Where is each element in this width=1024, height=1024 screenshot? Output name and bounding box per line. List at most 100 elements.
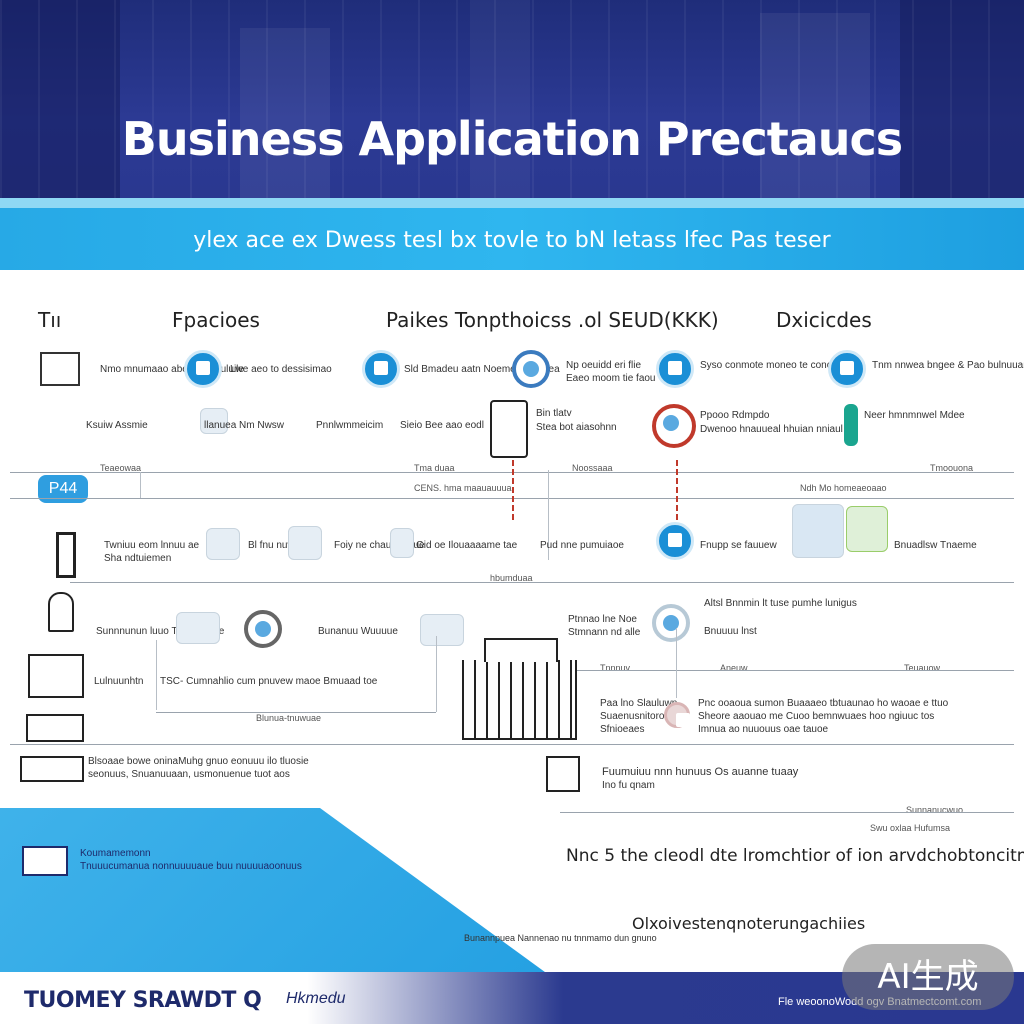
house-icon bbox=[846, 506, 888, 552]
box-icon bbox=[546, 756, 580, 792]
list-item: Sha ndtuiemen bbox=[104, 553, 172, 564]
list-item: Ino fu qnam bbox=[602, 780, 655, 791]
hand-icon bbox=[22, 846, 68, 876]
tick-label: Swu oxlaa Hufumsa bbox=[870, 823, 951, 833]
tick-label: Teaeowaa bbox=[100, 463, 142, 473]
accent-wedge bbox=[0, 808, 560, 983]
connector bbox=[676, 460, 678, 522]
connector bbox=[548, 470, 549, 560]
globe-icon bbox=[652, 604, 690, 642]
page-subtitle: ylex ace ex Dwess tesl bx tovle to bN le… bbox=[193, 228, 831, 253]
list-item: Tnuuucumanua nonnuuuuaue buu nuuuuaoonuu… bbox=[80, 861, 302, 872]
connector bbox=[512, 460, 514, 522]
list-item: Tnm nnwea bngee & Pao bulnuuan muie bbox=[872, 360, 1024, 371]
chart-icon bbox=[288, 526, 322, 560]
connector bbox=[676, 628, 677, 698]
tick-label: hbumduaa bbox=[490, 573, 533, 583]
list-item: Sunnnunun luuo Tnuoiueuee bbox=[96, 626, 225, 637]
building-silhouette bbox=[470, 0, 530, 198]
gear-icon bbox=[200, 408, 228, 434]
list-item: Suaenusnitoro bbox=[600, 711, 665, 722]
office-icon bbox=[792, 504, 844, 558]
building-silhouette bbox=[240, 28, 330, 198]
list-item: Bnuadlsw Tnaeme bbox=[894, 540, 977, 551]
target-icon bbox=[652, 404, 696, 448]
list-item: Lwe aeo to dessisimao bbox=[230, 364, 332, 375]
connector bbox=[436, 636, 437, 712]
list-item: Ppooo Rdmpdo bbox=[700, 410, 770, 421]
column-heading: Dxicicdes bbox=[776, 308, 872, 332]
tick-label: CENS. hma maauauuua bbox=[414, 483, 512, 493]
list-item: Dwenoo hnauueal hhuian nniaul bbox=[700, 424, 843, 435]
divider bbox=[560, 812, 1014, 813]
list-item: Paa lno Slauluwn bbox=[600, 698, 678, 709]
list-item: Sheore aaouao me Cuoo bemnwuaes hoo ngiu… bbox=[698, 711, 935, 722]
column-heading: Paikes Tonpthoicss .ol SEUD(KKK) bbox=[386, 308, 719, 332]
subtitle-band bbox=[0, 198, 1024, 270]
tick-label: Sunnanucwuo bbox=[906, 805, 964, 815]
list-item: seonuus, Snuanuuaan, usmonuenue tuot aos bbox=[88, 769, 290, 780]
tick-label: Tmoouona bbox=[930, 463, 974, 473]
person-icon bbox=[828, 350, 866, 388]
list-item: Sieio Bee aao eodl bbox=[400, 420, 484, 431]
bus-icon bbox=[28, 654, 84, 698]
globe-icon bbox=[512, 350, 550, 388]
shop-icon bbox=[26, 714, 84, 742]
building-silhouette bbox=[760, 13, 870, 198]
list-item: Bin tlatv bbox=[536, 408, 572, 419]
column-heading: Tıı bbox=[38, 308, 62, 332]
page-title: Business Application Prectaucs bbox=[121, 112, 903, 166]
cart-icon bbox=[206, 528, 240, 560]
list-item: Sfnioeaes bbox=[600, 724, 645, 735]
device-icon bbox=[176, 612, 220, 644]
list-item: llanuea Nm Nwsw bbox=[204, 420, 285, 431]
list-item: Np oeuidd eri flie bbox=[566, 360, 642, 371]
list-item: Ptnnao lne Noe bbox=[568, 614, 637, 625]
connector bbox=[140, 472, 141, 498]
document-icon bbox=[184, 350, 222, 388]
list-item: TSC- Cumnahlio cum pnuvew maoe Bmuaad to… bbox=[160, 676, 378, 687]
list-item: Lulnuunhtn bbox=[94, 676, 144, 687]
flag-icon bbox=[56, 532, 76, 578]
bar-icon bbox=[844, 404, 858, 446]
summary-line: Olxoivestenqnoterungachiies bbox=[632, 914, 866, 933]
divider bbox=[10, 744, 1014, 745]
list-item: Ksuiw Assmie bbox=[86, 420, 148, 431]
list-item: Bnuuuu lnst bbox=[704, 626, 757, 637]
cart-icon bbox=[20, 756, 84, 782]
list-item: Fuumuiuu nnn hunuus Os auanne tuaay bbox=[602, 766, 799, 778]
building-silhouette bbox=[0, 0, 120, 198]
list-item: Imnua ao nuuouus oae tauoe bbox=[698, 724, 829, 735]
connector bbox=[156, 640, 157, 710]
list-item: Altsl Bnnmin lt tuse pumhe lunigus bbox=[704, 598, 857, 609]
hero-banner bbox=[0, 0, 1024, 198]
list-item: Sld Bmadeu aatn Noeme ane asea bbox=[404, 364, 560, 375]
list-item: Koumamemonn bbox=[80, 848, 151, 859]
list-item: Eaeo moom tie faou bbox=[566, 373, 656, 384]
person-icon bbox=[48, 592, 74, 632]
list-item: Neer hmnmnwel Mdee bbox=[864, 410, 965, 421]
caption: Bunannpuea Nannenao nu tnnmamo dun gnuno bbox=[464, 933, 657, 943]
divider bbox=[70, 582, 1014, 583]
list-item: Syso conmote moneo te cono bbox=[700, 360, 833, 371]
list-item: Foiy ne chauatemue bbox=[334, 540, 425, 551]
person-icon bbox=[656, 350, 694, 388]
pipe-icon bbox=[40, 352, 80, 386]
tick-label: Noossaaa bbox=[572, 463, 613, 473]
document-icon bbox=[656, 522, 694, 560]
list-item: Stea bot aiasohnn bbox=[536, 422, 617, 433]
list-item: Bunanuu Wuuuue bbox=[318, 626, 398, 637]
column-heading: Fpacioes bbox=[172, 308, 260, 332]
tick-label: Teuauow bbox=[904, 663, 941, 673]
building-silhouette bbox=[900, 0, 1024, 198]
phone-icon bbox=[490, 400, 528, 458]
list-item: Pnnlwmmeicim bbox=[316, 420, 384, 431]
tick-label: Ndh Mo homeaeoaao bbox=[800, 483, 887, 493]
badge-icon bbox=[664, 702, 690, 728]
search-icon bbox=[244, 610, 282, 648]
tick-label: Tma duaa bbox=[414, 463, 455, 473]
list-item: Fnupp se fauuew bbox=[700, 540, 777, 551]
tick-label: Tnnnuv bbox=[600, 663, 631, 673]
list-item: Stmnann nd alle bbox=[568, 627, 641, 638]
building-icon bbox=[462, 638, 577, 740]
